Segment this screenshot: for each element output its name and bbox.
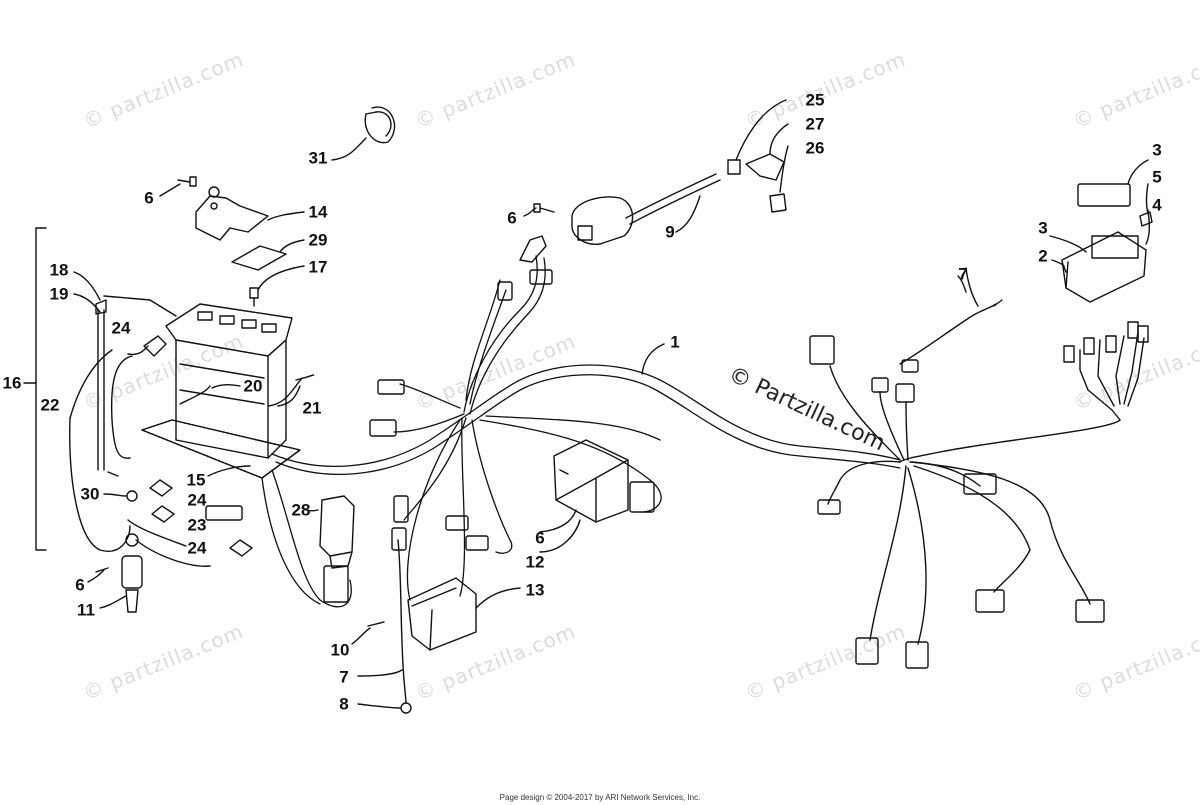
screw-part (559, 469, 569, 475)
callout-24: 24 (187, 490, 207, 510)
terminal-boot-part (149, 479, 253, 557)
callout-7: 7 (958, 264, 968, 284)
group-bracket-16 (35, 227, 47, 551)
callout-28: 28 (291, 500, 311, 520)
callout-18: 18 (49, 260, 69, 280)
ignition-coil-part (571, 173, 721, 245)
callout-25: 25 (805, 90, 825, 110)
callout-11: 11 (77, 600, 95, 620)
callout-17: 17 (308, 257, 328, 277)
relay-part (319, 495, 355, 569)
main-wiring-harness-part (261, 255, 901, 608)
callout-7: 7 (339, 667, 349, 687)
callout-10: 10 (330, 640, 350, 660)
callout-21: 21 (302, 398, 322, 418)
callout-23: 23 (187, 515, 207, 535)
callout-3: 3 (1152, 140, 1162, 160)
fuse-box-part (1061, 183, 1153, 303)
pad-part (231, 245, 287, 271)
plug-cap-part (727, 153, 787, 213)
starter-solenoid-part (121, 533, 143, 613)
footer-copyright: Page design © 2004-2017 by ARI Network S… (499, 793, 701, 802)
callout-15: 15 (186, 470, 206, 490)
connector-part (205, 269, 553, 603)
callout-6: 6 (144, 188, 154, 208)
screw-part (367, 621, 385, 627)
fuse-harness-part (899, 321, 1149, 463)
battery-part (165, 303, 293, 459)
right-harness-branches (827, 365, 1091, 645)
callout-24: 24 (111, 318, 131, 338)
strap-part (95, 299, 107, 471)
callout-12: 12 (525, 552, 545, 572)
callout-6: 6 (507, 208, 517, 228)
callout-24: 24 (187, 538, 207, 558)
callout-20: 20 (243, 376, 263, 396)
callout-9: 9 (665, 222, 675, 242)
bolt-part (177, 176, 197, 187)
callout-13: 13 (525, 580, 545, 600)
callout-16: 16 (2, 373, 22, 393)
callout-8: 8 (339, 694, 349, 714)
cdi-box-part (553, 439, 655, 523)
battery-bracket-part (195, 186, 269, 241)
callout-26: 26 (805, 138, 825, 158)
callout-29: 29 (308, 230, 328, 250)
callout-6: 6 (535, 528, 545, 548)
callout-30: 30 (80, 484, 100, 504)
callout-19: 19 (49, 284, 69, 304)
callout-6: 6 (75, 575, 85, 595)
callout-22: 22 (40, 395, 60, 415)
terminal-boot-part (143, 335, 167, 357)
callout-27: 27 (805, 114, 825, 134)
battery-tray-part (141, 419, 301, 479)
control-module-part (407, 577, 477, 651)
nut-part (126, 490, 138, 502)
callout-5: 5 (1152, 167, 1162, 187)
callout-31: 31 (308, 148, 328, 168)
callout-4: 4 (1152, 195, 1162, 215)
connector-part (809, 335, 1105, 669)
callout-14: 14 (308, 202, 328, 222)
callout-1: 1 (670, 332, 680, 352)
ring-terminal-part (400, 702, 412, 714)
screw-part (249, 287, 259, 307)
callout-3: 3 (1038, 218, 1048, 238)
callout-2: 2 (1038, 246, 1048, 266)
bolt-part (533, 203, 555, 213)
bolt-part (95, 567, 109, 573)
clamp-ring-part (364, 106, 396, 144)
